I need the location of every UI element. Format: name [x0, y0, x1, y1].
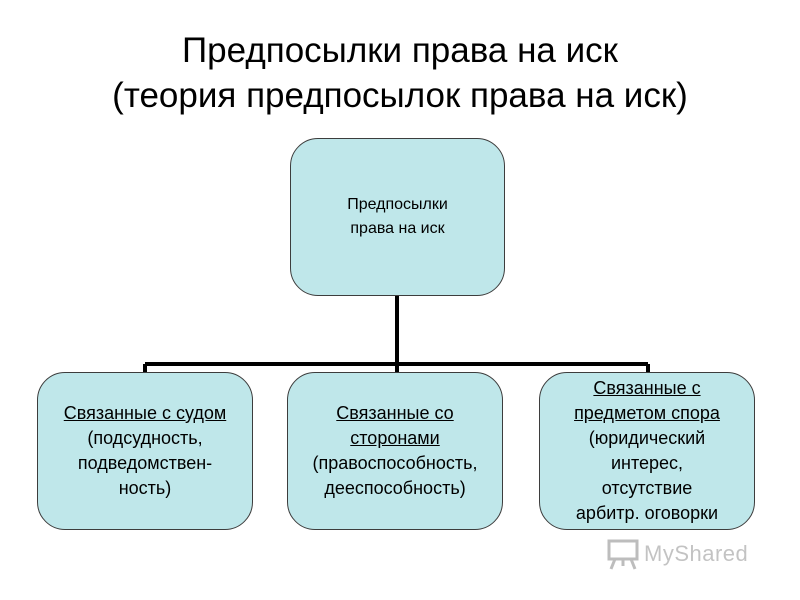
slide-title: Предпосылки права на иск (теория предпос… — [0, 28, 800, 118]
child-node-subject-detail-1: (юридический — [588, 428, 706, 448]
child-node-parties: Связанные со сторонами (правоспособность… — [287, 372, 503, 530]
child-node-subject-heading-1: Связанные с — [593, 378, 701, 398]
watermark-text: MyShared — [644, 541, 749, 566]
slide-title-line-2: (теория предпосылок права на иск) — [112, 76, 688, 115]
child-node-court-detail-2: подведомствен- — [77, 453, 213, 473]
child-node-subject-detail-2: интерес, — [610, 453, 684, 473]
root-node-line-1: Предпосылки — [347, 196, 448, 213]
child-node-subject-detail-3: отсутствие — [601, 478, 693, 498]
child-node-court: Связанные с судом (подсудность, подведом… — [37, 372, 253, 530]
child-node-subject: Связанные с предметом спора (юридический… — [539, 372, 755, 530]
root-node: Предпосылки права на иск — [290, 138, 505, 296]
watermark: MyShared — [606, 538, 748, 570]
child-node-court-detail-3: ность) — [118, 478, 172, 498]
presentation-board-icon — [607, 539, 639, 570]
slide-title-line-1: Предпосылки права на иск — [182, 31, 618, 70]
root-node-line-2: права на иск — [350, 220, 445, 237]
child-node-parties-detail-2: дееспособность) — [324, 478, 466, 498]
child-node-court-heading: Связанные с судом — [63, 403, 227, 423]
child-node-subject-heading-2: предметом спора — [574, 403, 720, 423]
child-node-parties-detail-1: (правоспособность, — [312, 453, 478, 473]
child-node-parties-heading-2: сторонами — [350, 428, 440, 448]
child-node-court-detail-1: (подсудность, — [87, 428, 203, 448]
child-node-parties-heading-1: Связанные со — [336, 403, 454, 423]
child-node-subject-detail-4: арбитр. оговорки — [575, 503, 719, 523]
